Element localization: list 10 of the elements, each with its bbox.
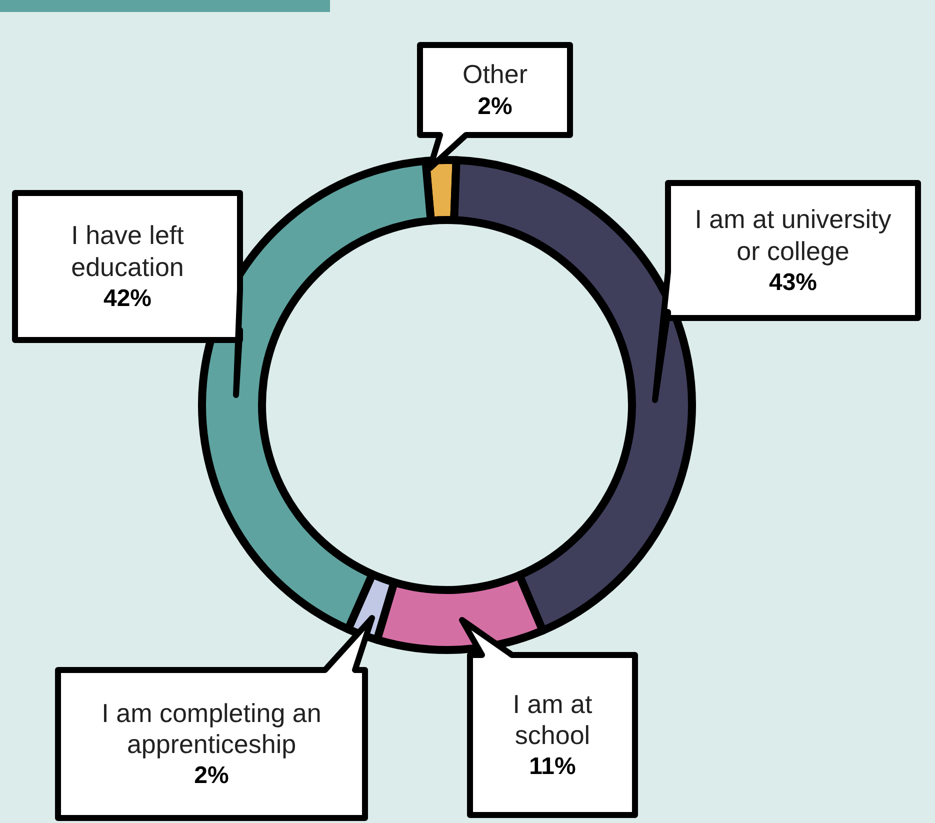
category-label: I am completing an apprenticeship [100, 698, 322, 760]
category-label: I am at school [512, 688, 594, 752]
value-label: 11% [529, 753, 576, 782]
category-label: I am at university or college [694, 204, 892, 267]
value-label: 43% [768, 268, 818, 297]
value-label: 2% [478, 92, 512, 121]
category-label: I have left education [70, 220, 185, 283]
category-label: Other [462, 59, 528, 91]
value-label: 2% [194, 762, 229, 790]
value-label: 42% [103, 284, 152, 313]
